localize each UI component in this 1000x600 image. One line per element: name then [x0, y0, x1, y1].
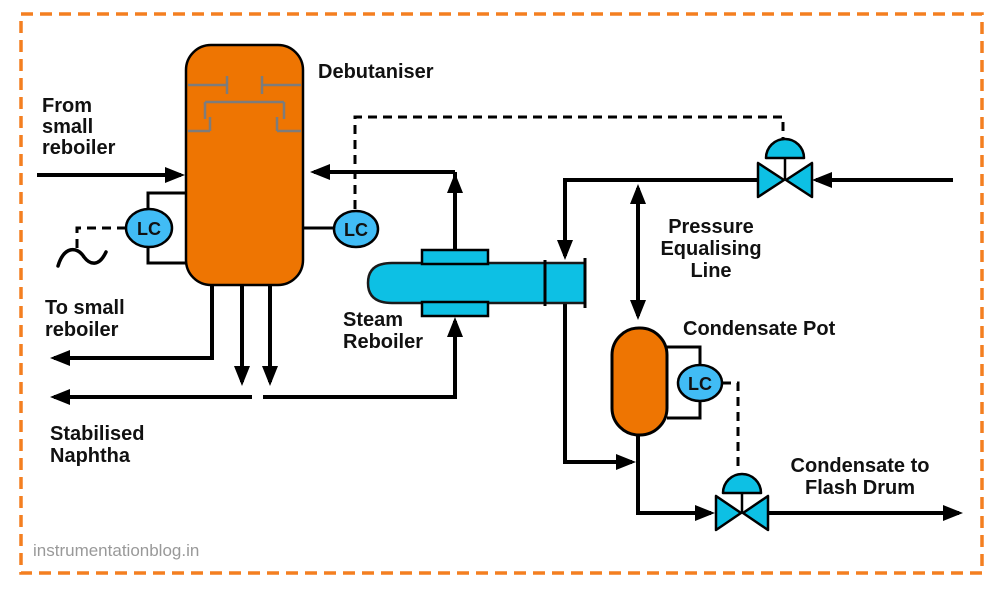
valve-body-right: [784, 161, 814, 199]
steam-reboiler-shell: [366, 261, 587, 305]
flash-drum-control-valve: [714, 472, 770, 532]
condensate-control-valve: [756, 137, 814, 199]
tray-segment: [275, 117, 301, 133]
label-line: reboiler: [45, 319, 119, 341]
column-reflux-lc: LC: [332, 209, 380, 249]
stabilised-naphtha-label: Stabilised Naphtha: [50, 423, 144, 467]
label-line: Flash Drum: [805, 477, 915, 499]
reboiler-feed-line: [263, 317, 463, 399]
label-line: Reboiler: [343, 331, 423, 353]
steam-reboiler-bottom-nozzle: [420, 300, 490, 318]
lc-instrument-bubble-icon: [676, 363, 724, 403]
condensate-pot-vessel: [610, 326, 669, 437]
dashed-border: [19, 12, 984, 575]
process-lines: [37, 164, 963, 521]
label-line: To small: [45, 297, 125, 319]
bottom-lc-signal-line: [75, 226, 126, 253]
condensate-to-flash-drum-label: Condensate to Flash Drum: [791, 455, 930, 499]
steam-reboiler-top-nozzle: [420, 248, 490, 266]
valve-actuator-dome-icon: [764, 137, 806, 160]
valve-body-right: [741, 494, 770, 532]
condensate-pot-label: Condensate Pot: [683, 318, 836, 340]
from-small-reboiler-label: From small reboiler: [42, 95, 116, 159]
label-line: Condensate to: [791, 455, 930, 477]
reflux-lc-signal-line: [353, 115, 785, 209]
lc-tag: LC: [137, 219, 161, 239]
condensate-pot-lc: LC: [676, 363, 724, 403]
label-line: From: [42, 95, 92, 117]
to-small-reboiler-label: To small reboiler: [45, 297, 125, 341]
tray-segment: [260, 76, 301, 94]
label-line: reboiler: [42, 137, 116, 159]
to-small-reboiler-line: [50, 285, 214, 366]
label-line: Line: [690, 260, 731, 282]
lc-instrument-bubble-icon: [124, 207, 174, 249]
watermark-text: instrumentationblog.in: [33, 541, 199, 560]
debutaniser-column-vessel: [184, 43, 305, 287]
label-line: Stabilised: [50, 423, 144, 445]
valve-actuator-dome-icon: [721, 472, 763, 495]
tray-segment: [203, 100, 286, 119]
label-line: Equalising: [660, 238, 761, 260]
instrument-signal-lines: [75, 115, 785, 471]
reboiler-condensate-line: [563, 303, 636, 470]
debutaniser-label: Debutaniser: [318, 61, 434, 83]
condensate-to-reboiler-line: [557, 178, 760, 260]
pressure-equalising-line-label: Pressure Equalising Line: [660, 216, 761, 282]
tray-segment: [188, 76, 229, 94]
label-line: Naphtha: [50, 445, 131, 467]
pot-lc-signal-line: [722, 381, 740, 471]
steam-reboiler-equipment: [366, 248, 587, 318]
tray-segment: [188, 117, 212, 133]
label-line: Pressure: [668, 216, 754, 238]
label-line: small: [42, 116, 93, 138]
valve-body-left: [756, 161, 786, 199]
column-bottom-lc: LC: [124, 207, 174, 249]
signal-break-squiggle-icon: [56, 247, 108, 268]
pot-outlet-line: [636, 435, 715, 521]
column-tray-internals: [188, 76, 301, 133]
valve-body-left: [714, 494, 743, 532]
lc-instrument-bubble-icon: [332, 209, 380, 249]
steam-reboiler-label: Steam Reboiler: [343, 309, 423, 353]
label-line: Steam: [343, 309, 403, 331]
lc-tag: LC: [688, 374, 712, 394]
lc-tag: LC: [344, 220, 368, 240]
